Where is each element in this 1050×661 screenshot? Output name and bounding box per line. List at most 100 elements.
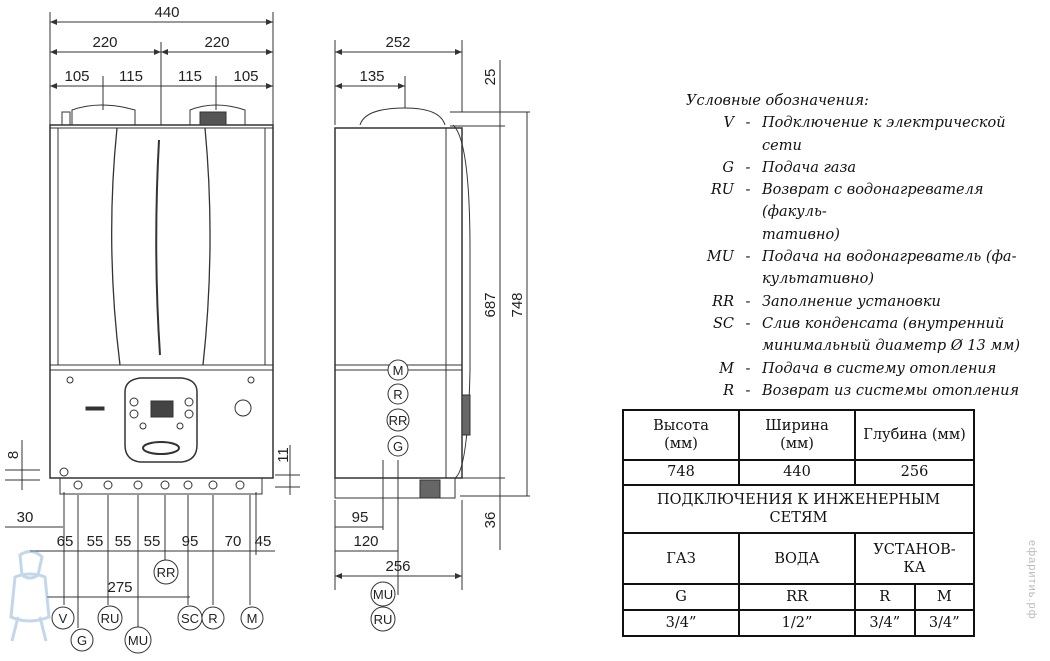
connector-ru: RU — [97, 605, 123, 631]
watermark-text: ефаритиь.рф — [1026, 540, 1038, 620]
legend-dash: - — [745, 249, 751, 266]
legend-dash: - — [745, 159, 751, 176]
legend-dash: - — [745, 115, 751, 132]
connections-title: ПОДКЛЮЧЕНИЯ К ИНЖЕНЕРНЫМ СЕТЯМ — [622, 484, 975, 534]
legend-text: Подача в систему отопления — [762, 360, 997, 377]
header-height: Высота (мм) — [622, 409, 740, 461]
svg-text:SC: SC — [181, 611, 199, 626]
legend-code: MU — [706, 249, 734, 266]
legend-dash: - — [745, 315, 751, 332]
connector-v: V — [51, 606, 75, 630]
legend-dash: - — [745, 360, 751, 377]
size-m: 3/4” — [913, 609, 975, 637]
svg-text:MU: MU — [128, 633, 148, 648]
display-screen — [150, 400, 174, 418]
svg-text:R: R — [393, 387, 402, 402]
legend-item: G-Подача газа — [686, 157, 1046, 179]
spec-table: Высота (мм) Ширина (мм) Глубина (мм) 748… — [622, 409, 975, 637]
connector-g: G — [70, 628, 94, 652]
dim-105-right: 105 — [233, 68, 258, 85]
side-connector-rr: RR — [386, 408, 410, 432]
dim-256: 256 — [385, 558, 410, 575]
svg-text:RR: RR — [389, 413, 408, 428]
connector-mu: MU — [124, 626, 152, 654]
legend-code: G — [722, 159, 734, 176]
dim-25: 25 — [482, 69, 499, 86]
legend-code: RU — [710, 182, 734, 199]
legend-item: M-Подача в систему отопления — [686, 358, 1046, 380]
side-connector-mu: MU — [370, 581, 396, 607]
legend-item: SC-Слив конденсата (внутренний минимальн… — [686, 313, 1046, 358]
dim-252: 252 — [385, 34, 410, 51]
legend-text: Подача газа — [762, 159, 857, 176]
watermark-figure-icon — [9, 550, 51, 642]
dim-55-a: 55 — [87, 533, 104, 550]
side-connector-m: M — [387, 359, 409, 381]
svg-text:G: G — [393, 439, 403, 454]
legend-item: RU-Возврат с водонагревателя (факуль- та… — [686, 179, 1046, 246]
dim-65: 65 — [57, 533, 74, 550]
legend-code: R — [723, 382, 734, 399]
dim-748: 748 — [509, 292, 526, 317]
svg-text:M: M — [247, 611, 258, 626]
header-gas: ГАЗ — [622, 531, 740, 586]
code-rr: RR — [738, 583, 856, 612]
connector-r: R — [201, 606, 225, 630]
dim-135: 135 — [359, 68, 384, 85]
legend-text: Подключение к электрической сети — [762, 115, 1006, 154]
value-height: 748 — [622, 458, 740, 487]
dim-55-c: 55 — [144, 533, 161, 550]
side-connector-g: G — [387, 435, 409, 457]
dim-70: 70 — [225, 533, 242, 550]
dim-120: 120 — [353, 533, 378, 550]
dim-115-left: 115 — [119, 68, 143, 85]
connector-sc: SC — [177, 605, 203, 631]
legend-code: RR — [712, 293, 734, 310]
dim-36: 36 — [482, 512, 499, 529]
dim-440: 440 — [154, 4, 179, 21]
side-connector-r: R — [387, 383, 409, 405]
dim-55-b: 55 — [115, 533, 132, 550]
value-width: 440 — [738, 458, 856, 487]
dim-220-right: 220 — [204, 34, 229, 51]
code-m: M — [913, 583, 975, 612]
connector-m: M — [240, 606, 264, 630]
size-g: 3/4” — [622, 609, 740, 637]
dim-115-right: 115 — [178, 68, 202, 85]
dim-687: 687 — [482, 292, 499, 317]
dim-30: 30 — [17, 509, 34, 526]
svg-text:V: V — [59, 611, 68, 626]
dim-95-side: 95 — [352, 509, 369, 526]
header-water: ВОДА — [738, 531, 856, 586]
legend-item: MU-Подача на водонагреватель (фа- культа… — [686, 246, 1046, 291]
legend-text: Возврат с водонагревателя (факуль- татив… — [762, 182, 984, 243]
size-r: 3/4” — [854, 609, 916, 637]
dim-8: 8 — [5, 451, 22, 459]
svg-text:M: M — [393, 363, 404, 378]
svg-text:RU: RU — [374, 612, 393, 627]
legend-item: RR-Заполнение установки — [686, 291, 1046, 313]
header-install: УСТАНОВ- КА — [854, 531, 975, 586]
size-rr: 1/2” — [738, 609, 856, 637]
legend-dash: - — [745, 382, 751, 399]
top-flue-left — [71, 104, 136, 125]
svg-text:RU: RU — [101, 611, 120, 626]
dim-105-left: 105 — [64, 68, 89, 85]
svg-text:G: G — [77, 633, 87, 648]
legend-item: V-Подключение к электрической сети — [686, 112, 1046, 157]
legend-dash: - — [745, 182, 751, 199]
dim-95: 95 — [182, 533, 199, 550]
header-width: Ширина (мм) — [738, 409, 856, 461]
legend-title: Условные обозначения: — [686, 93, 869, 109]
legend-item: R-Возврат из системы отопления — [686, 380, 1046, 402]
control-panel — [124, 377, 198, 463]
legend-code: V — [723, 115, 734, 132]
legend: Условные обозначения: V-Подключение к эл… — [686, 90, 1046, 402]
front-boiler-body — [49, 124, 274, 479]
header-depth: Глубина (мм) — [854, 409, 975, 461]
legend-text: Возврат из системы отопления — [762, 382, 1020, 399]
legend-text: Заполнение установки — [762, 293, 941, 310]
dim-220-left: 220 — [92, 34, 117, 51]
code-r: R — [854, 583, 916, 612]
